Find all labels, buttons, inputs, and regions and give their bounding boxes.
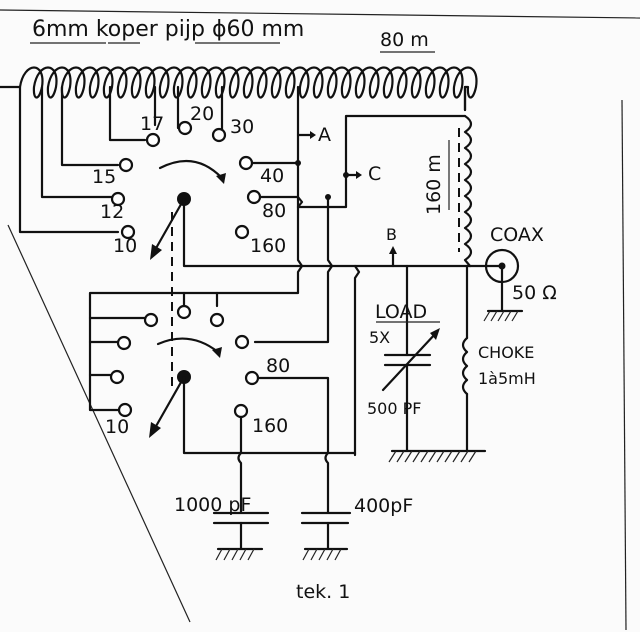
point-b-arrow-icon: [389, 246, 397, 254]
coil-160m-label: 160 m: [423, 154, 445, 215]
tap-15-terminal: [118, 157, 134, 173]
load-value-label: 500 PF: [367, 399, 421, 418]
choke-value-label: 1à5mH: [478, 369, 536, 388]
coil-80m-label: 80 m: [380, 29, 429, 51]
tap-label-12: 12: [100, 201, 124, 223]
ground-hatch: [436, 450, 445, 463]
rotation-arrow-icon: [158, 159, 224, 180]
rf-choke: [461, 264, 469, 452]
tap-label-160: 160: [250, 235, 286, 257]
coil-taps: [18, 85, 467, 234]
point-c-arrow-icon: [356, 171, 362, 179]
load-multiplier-label: 5X: [369, 328, 390, 347]
tap-30-terminal: [211, 127, 227, 143]
page-edge-top: [0, 9, 640, 19]
tap-20-terminal: [177, 120, 193, 136]
tap-label-10: 10: [113, 235, 137, 257]
tap-label-80: 80: [262, 200, 286, 222]
rotation-arrow-icon: [156, 337, 220, 354]
capacitor-1000pf: [212, 451, 270, 561]
tap-17-terminal: [145, 132, 161, 148]
coax-impedance-label: 50 Ω: [512, 282, 557, 304]
tap-160-terminal: [234, 224, 250, 240]
switch-arm-arrow-icon: [153, 375, 186, 430]
main-coil-80m: [18, 66, 478, 112]
tap-80-terminal: [246, 189, 262, 205]
cap-400pf-label: 400pF: [354, 495, 413, 517]
ground-hatch: [420, 450, 429, 463]
choke-label: CHOKE: [478, 343, 534, 362]
tap-label-30: 30: [230, 116, 254, 138]
ground-hatch: [452, 450, 461, 463]
lower-tap-label-160: 160: [252, 415, 288, 437]
tap-label-15: 15: [92, 166, 116, 188]
variable-arrow-icon: [381, 331, 438, 392]
ground-bus: [388, 449, 487, 463]
tap-label-20: 20: [190, 103, 214, 125]
tap-80-terminal: [244, 370, 260, 386]
load-capacitor[interactable]: [381, 264, 440, 452]
tap-label-40: 40: [260, 165, 284, 187]
ground-hatch: [460, 450, 469, 463]
tap-160-terminal: [233, 403, 249, 419]
ground-hatch: [404, 450, 413, 463]
capacitor-400pf: [300, 451, 352, 561]
page-fold-line: [7, 224, 191, 623]
tap-12-terminal: [110, 191, 126, 207]
coil-160m: [448, 114, 473, 268]
figure-caption: tek. 1: [296, 581, 350, 603]
upper-wiring: [88, 114, 472, 457]
ground-hatch: [412, 450, 421, 463]
ground-hatch: [468, 450, 477, 463]
point-a-arrow-icon: [310, 131, 316, 139]
page-edge-right: [621, 99, 627, 631]
point-c-label: C: [368, 163, 381, 185]
cap-1000pf-label: 1000 pF: [174, 494, 251, 516]
ground-hatch: [396, 450, 405, 463]
switch-arm-arrow-icon: [153, 197, 186, 252]
tap-10-terminal: [120, 224, 136, 240]
title-text: 6mm koper pijp ϕ60 mm: [32, 17, 304, 42]
lower-tap-label-80: 80: [266, 355, 290, 377]
upper-band-switch[interactable]: [110, 120, 262, 260]
coax-label: COAX: [490, 224, 544, 246]
tap-label-17: 17: [140, 113, 164, 135]
coax-connector: [468, 248, 524, 322]
load-label: LOAD: [375, 301, 427, 323]
ground-hatch: [388, 450, 397, 463]
lower-tap-label-10: 10: [105, 416, 129, 438]
point-b-label: B: [386, 225, 397, 244]
ground-hatch: [444, 450, 453, 463]
tap-40-terminal: [238, 155, 254, 171]
point-a-label: A: [318, 124, 331, 146]
ground-hatch: [428, 450, 437, 463]
lower-band-switch[interactable]: [88, 212, 357, 455]
tap-10-terminal: [117, 402, 133, 418]
